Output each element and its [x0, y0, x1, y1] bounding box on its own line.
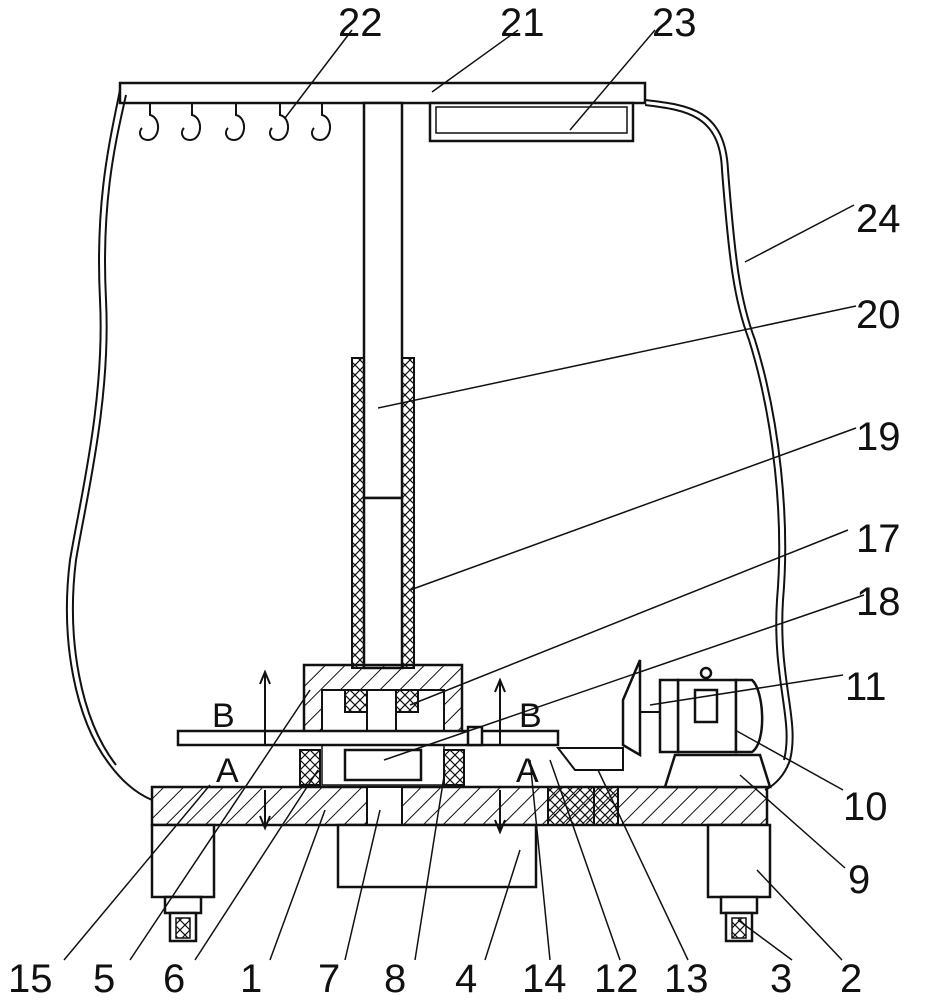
- part-labels: 22 21 23 24 20 19 17 18 11 10 9 15 5 6 1…: [8, 1, 901, 1000]
- support-bearing-right: [443, 749, 465, 786]
- label-20: 20: [856, 293, 901, 337]
- section-b-right: B: [519, 697, 542, 735]
- power-cable-left: [65, 89, 153, 801]
- label-4: 4: [455, 957, 477, 1000]
- bearing-left: [344, 689, 368, 713]
- label-6: 6: [163, 957, 185, 1000]
- section-a-right: A: [516, 752, 539, 790]
- label-19: 19: [856, 415, 901, 459]
- label-7: 7: [318, 957, 340, 1000]
- right-caster: [719, 895, 759, 943]
- shaft-bearing-13b: [593, 786, 619, 826]
- label-11: 11: [845, 665, 887, 709]
- label-2: 2: [840, 957, 862, 1000]
- label-10: 10: [843, 785, 888, 829]
- label-21: 21: [500, 1, 545, 45]
- label-5: 5: [93, 957, 115, 1000]
- label-18: 18: [856, 580, 901, 624]
- motor-support: [663, 753, 772, 789]
- support-bearing-left: [299, 749, 321, 786]
- lower-column: [362, 496, 404, 670]
- label-22: 22: [338, 1, 383, 45]
- threaded-sleeve-left: [351, 357, 365, 669]
- bearing-right: [395, 689, 419, 713]
- leader-lines: [63, 29, 865, 961]
- label-9: 9: [848, 858, 870, 902]
- section-a-left: A: [216, 752, 239, 790]
- right-leg: [706, 823, 772, 899]
- inner-column: [362, 101, 404, 500]
- control-box: [428, 101, 635, 143]
- label-17: 17: [856, 517, 901, 561]
- drive-shaft: [555, 747, 624, 771]
- label-13: 13: [664, 957, 709, 1000]
- label-14: 14: [522, 957, 567, 1000]
- shaft-7: [366, 786, 403, 826]
- label-8: 8: [384, 957, 406, 1000]
- left-leg: [150, 823, 216, 899]
- top-crossbar: [118, 81, 647, 105]
- label-15: 15: [8, 957, 53, 1000]
- lower-housing: [336, 823, 538, 889]
- label-1: 1: [240, 957, 262, 1000]
- label-12: 12: [594, 957, 639, 1000]
- control-box-inner: [435, 106, 628, 134]
- section-b-left: B: [212, 697, 235, 735]
- threaded-sleeve-right: [401, 357, 415, 669]
- power-cable-right: [644, 99, 794, 791]
- left-caster: [163, 895, 203, 943]
- label-3: 3: [770, 957, 792, 1000]
- base-plate: [150, 785, 769, 827]
- section-arrows: [259, 669, 506, 835]
- label-23: 23: [652, 1, 697, 45]
- label-24: 24: [856, 197, 901, 241]
- hooks: [139, 103, 331, 142]
- gear-block: [343, 748, 423, 782]
